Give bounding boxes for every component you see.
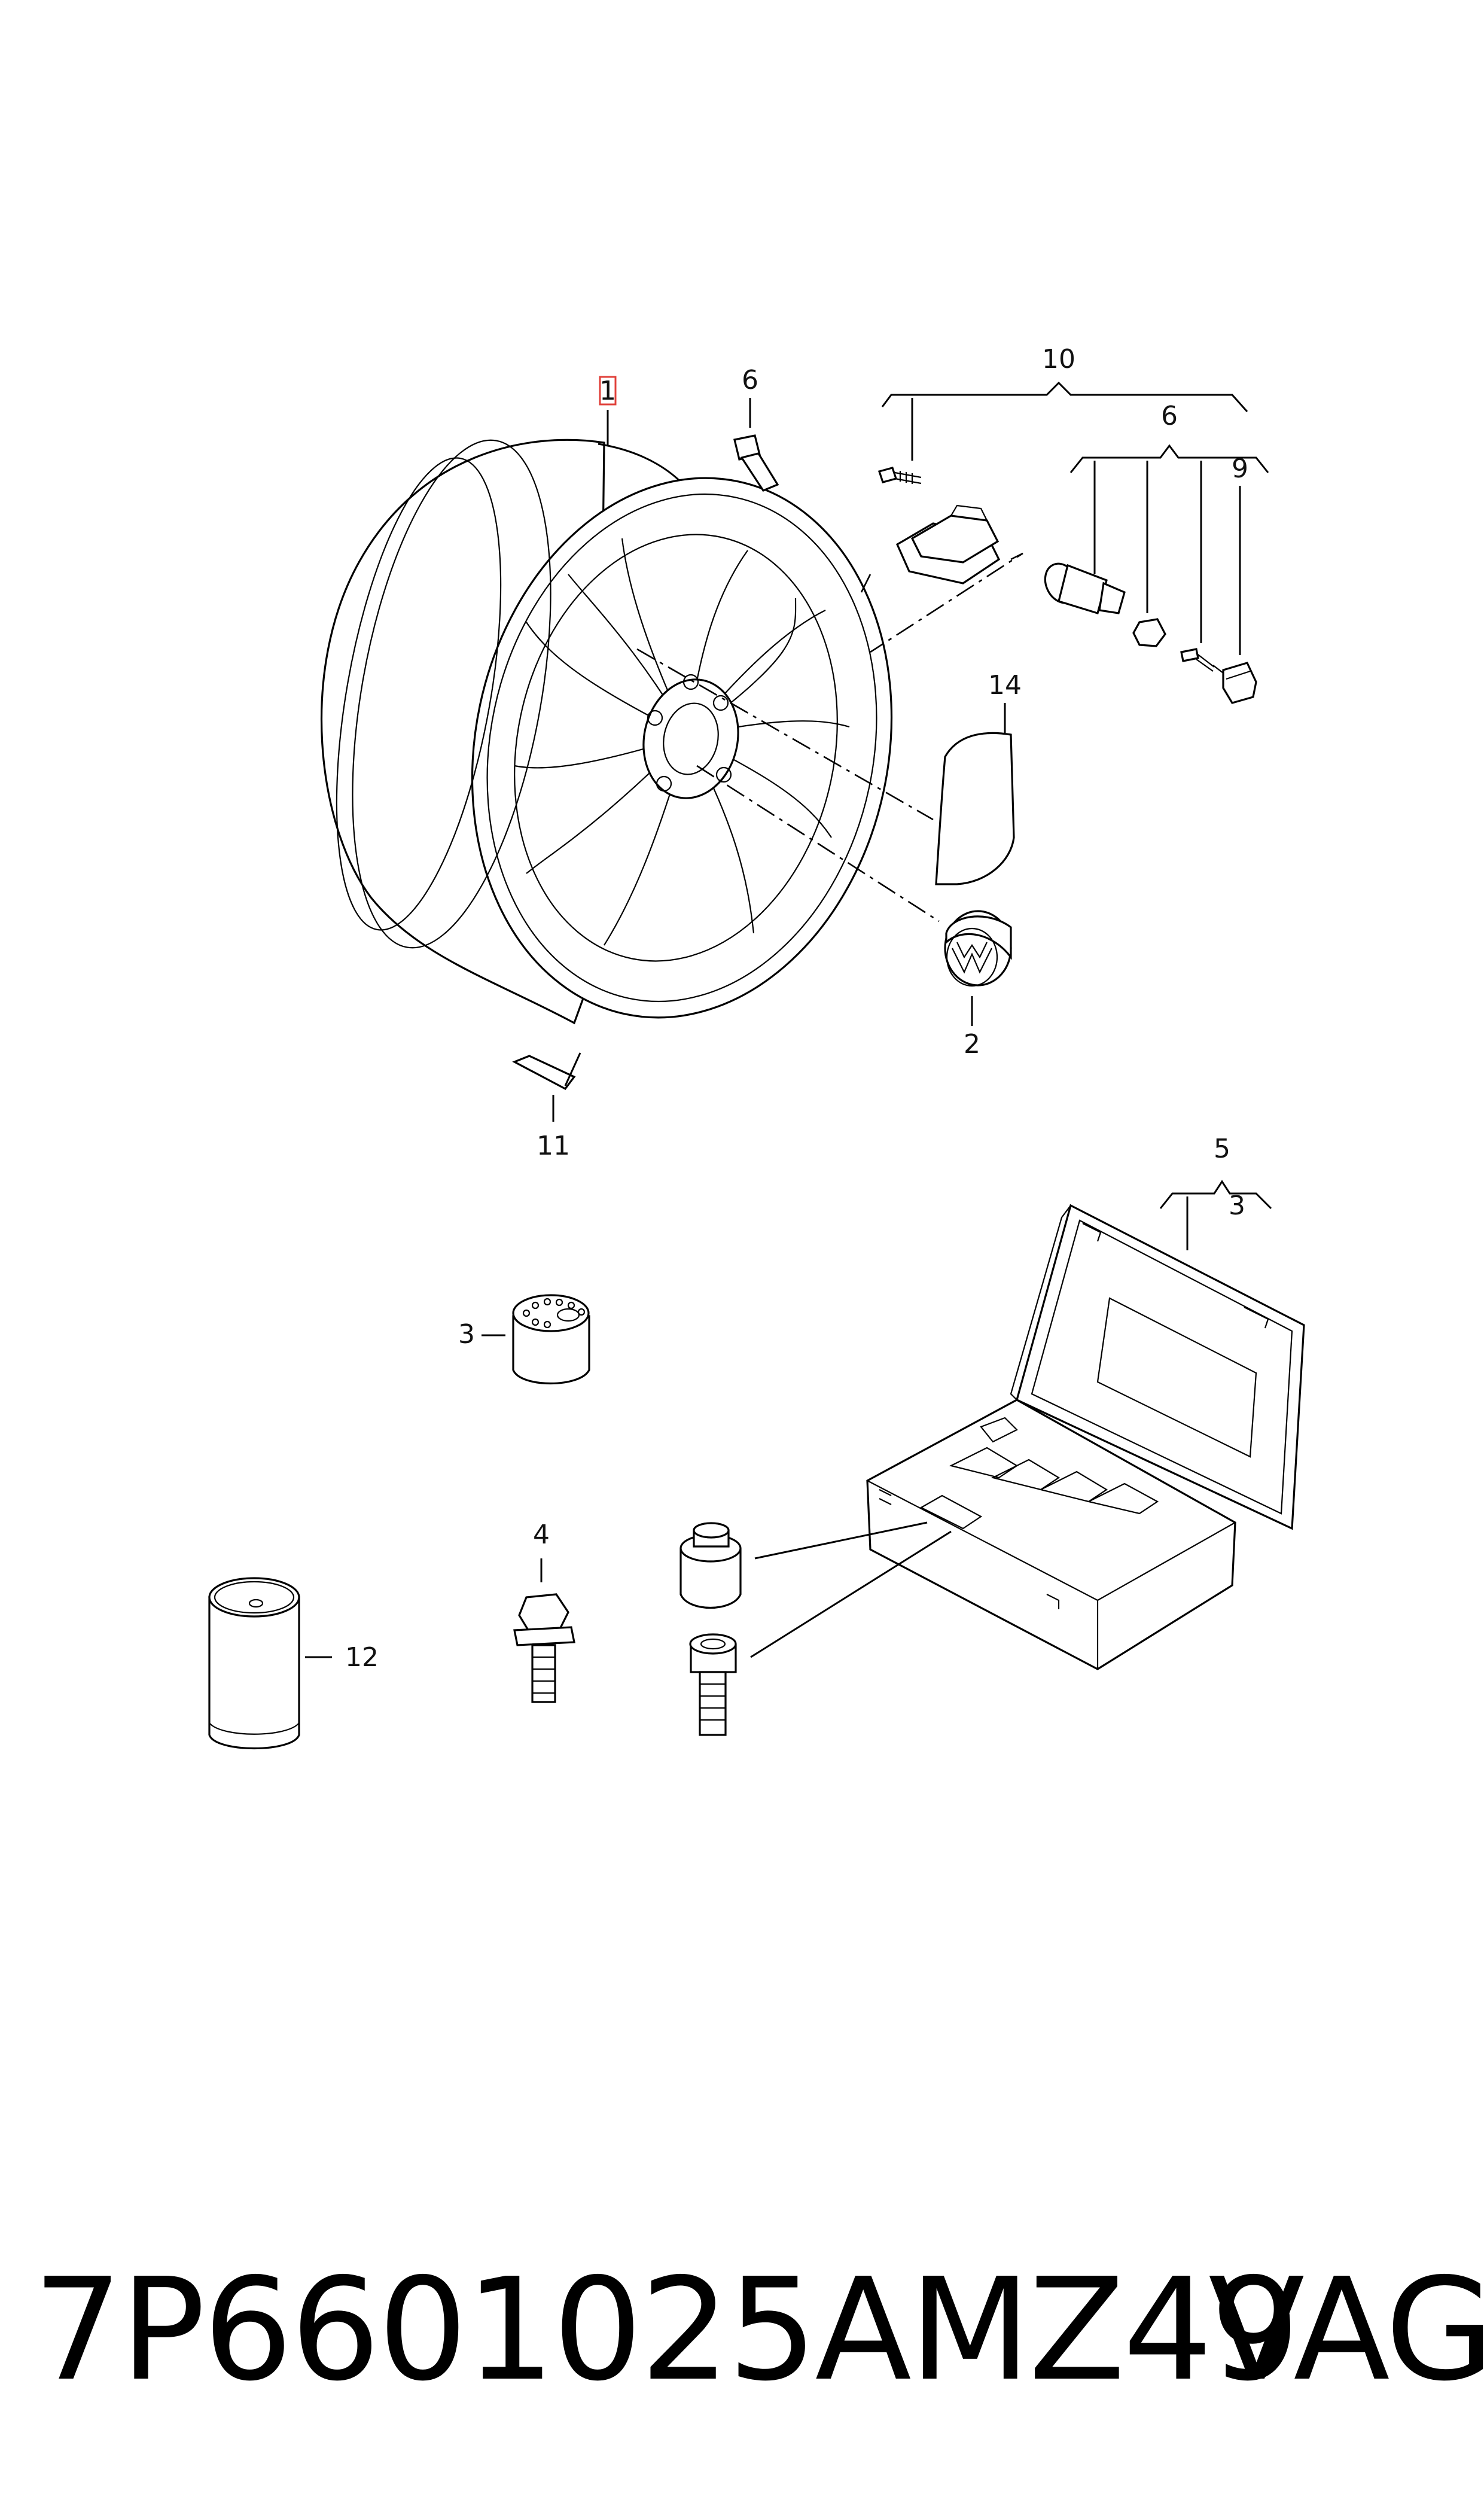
balance-weight[interactable]: 11 [512,1052,581,1161]
callout-3-right-label: 3 [1229,1191,1245,1221]
callout-5-label: 5 [1214,1134,1230,1164]
alloy-wheel[interactable] [306,425,940,1056]
brand-name: VAG [1208,2248,1484,2412]
callout-12-label: 12 [345,1642,379,1673]
callout-4-label: 4 [533,1520,550,1550]
lock-key-adapter[interactable] [679,1521,928,1609]
callout-6-right-label: 6 [1161,401,1178,431]
tpms-assembly[interactable]: 10 [860,344,1248,653]
callout-14-label: 14 [988,670,1022,701]
sticker[interactable]: 14 [636,648,1022,885]
valve-parts-group[interactable]: 6 9 [1039,401,1269,704]
valve-stem[interactable]: 6 [733,365,779,492]
callout-3-left-label: 3 [458,1319,475,1350]
callout-2-label: 2 [964,1029,980,1059]
part-number: 7P6601025AMZ49 [33,2248,1300,2412]
callout-11-label: 11 [537,1131,570,1161]
footer: 7P6601025AMZ49 VAG [33,2240,1484,2420]
tpms-sensor[interactable] [895,504,1001,584]
hub-cap[interactable]: 2 [696,765,1012,1059]
valve-core[interactable] [1180,648,1224,674]
callout-10-label: 10 [1042,344,1075,374]
callout-9-label: 9 [1232,453,1248,484]
lock-bolt[interactable] [689,1530,952,1736]
valve-cap[interactable] [1222,662,1257,704]
lock-bolt-case[interactable]: 5 3 [866,1134,1305,1670]
wheel-bolt[interactable]: 4 [513,1520,575,1703]
sealant-bottle[interactable]: 12 [208,1577,379,1750]
valve-body[interactable] [1039,558,1126,615]
callout-1-label: 1 [599,376,616,406]
adapter[interactable]: 3 [458,1294,590,1384]
valve-nut[interactable] [1132,618,1166,647]
callout-6-top-label: 6 [742,365,758,395]
callout-1[interactable]: 1 [599,376,617,446]
tpms-screw[interactable] [877,467,922,485]
